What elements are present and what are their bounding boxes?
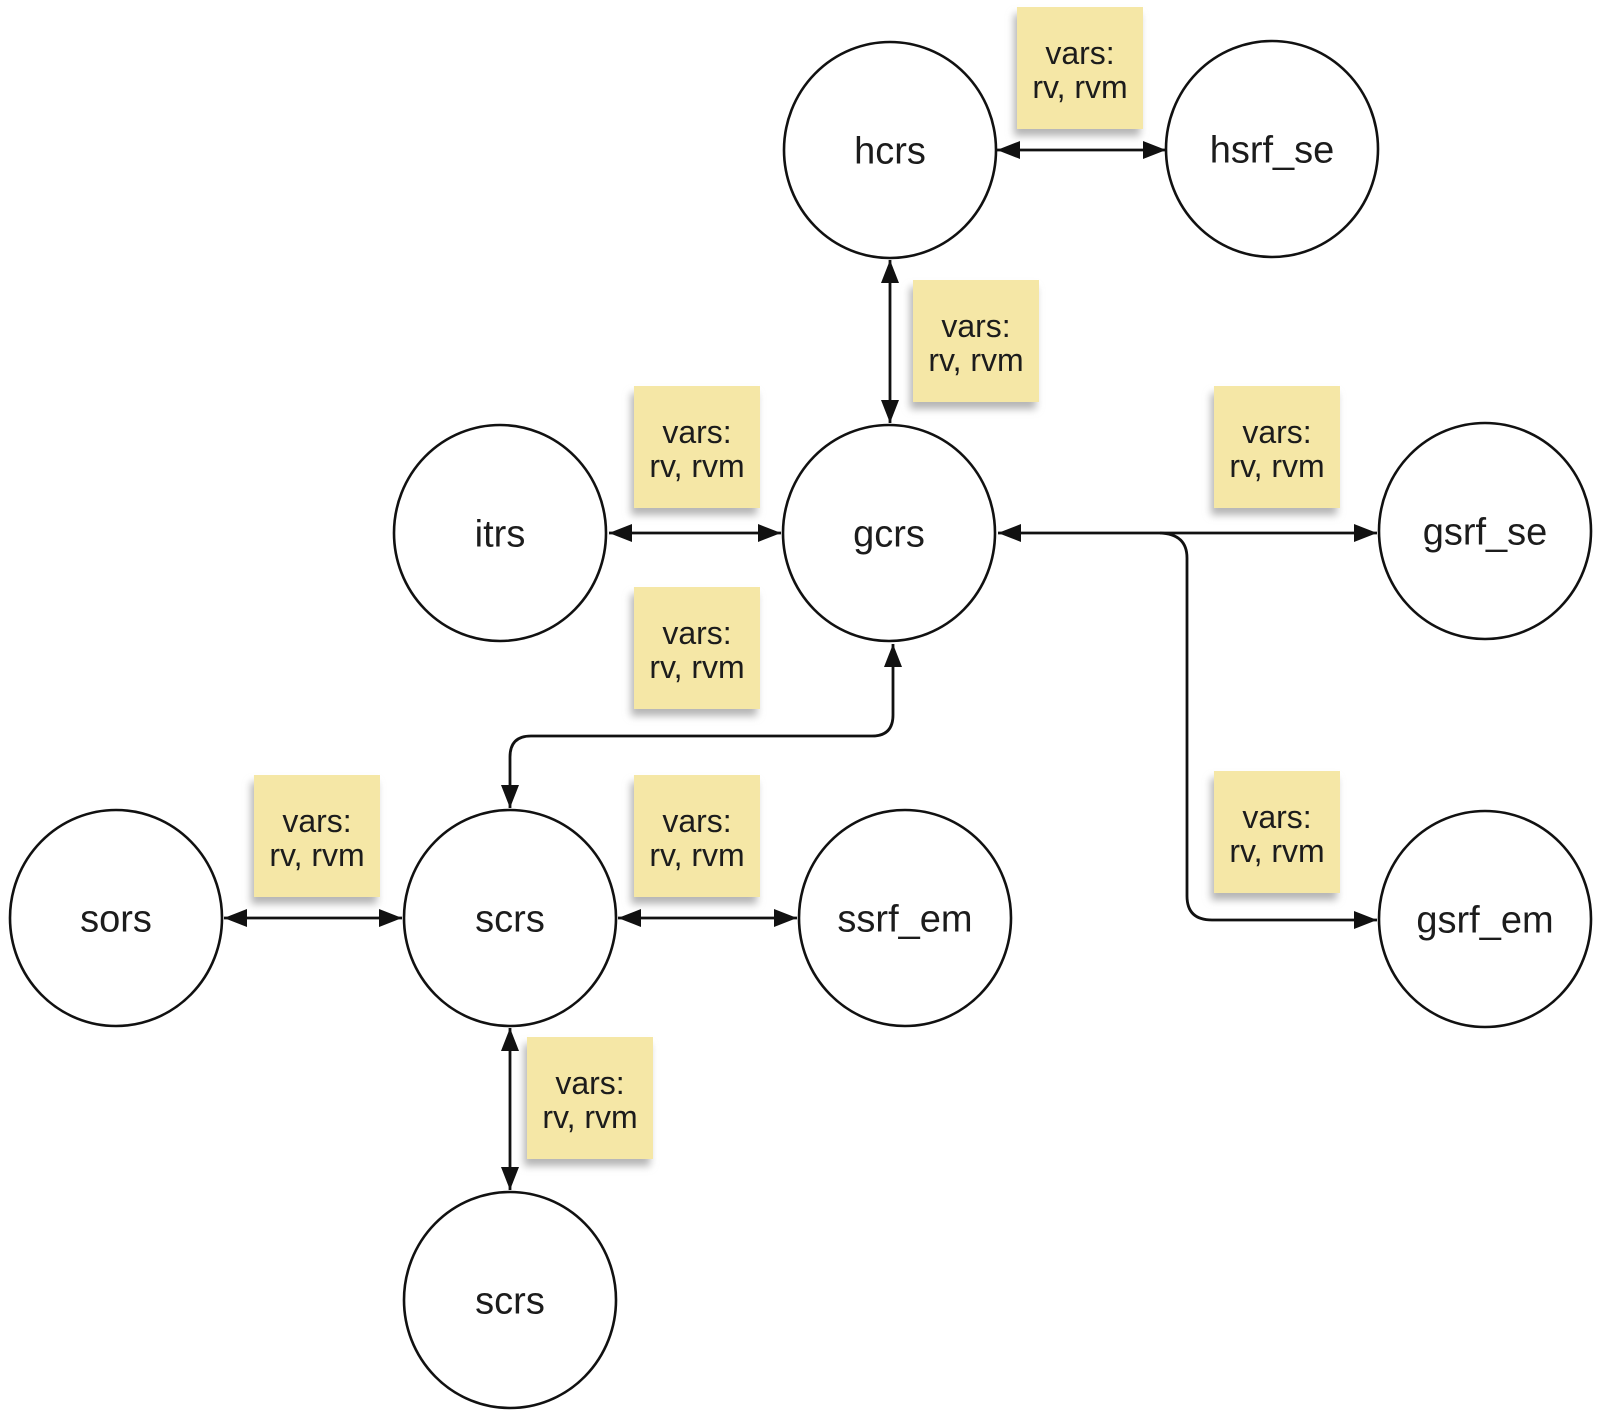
node-hsrf_se: hsrf_se [1164, 39, 1380, 259]
node-sors-shape [8, 808, 224, 1028]
edge-gcrs-gsrf_em-branch [1159, 531, 1377, 929]
note-hcrs-hsrf_se-bg [1017, 7, 1143, 129]
note-line1: vars: [1045, 35, 1114, 71]
node-scrs: scrs [402, 808, 618, 1028]
note-line2: rv, rvm [269, 837, 364, 873]
note-hcrs-hsrf_se: vars: rv, rvm [1017, 7, 1143, 129]
note-itrs-gcrs: vars: rv, rvm [634, 386, 760, 508]
node-itrs-shape [392, 423, 608, 643]
note-sors-scrs: vars: rv, rvm [254, 775, 380, 897]
node-ssrf_em: ssrf_em [797, 808, 1013, 1028]
note-line2: rv, rvm [649, 448, 744, 484]
note-scrs-gcrs-bg [634, 587, 760, 709]
node-itrs: itrs [392, 423, 608, 643]
node-gsrf_em: gsrf_em [1377, 809, 1593, 1029]
note-line2: rv, rvm [1229, 448, 1324, 484]
note-line1: vars: [662, 803, 731, 839]
note-line1: vars: [1242, 414, 1311, 450]
note-line2: rv, rvm [1032, 69, 1127, 105]
node-scrs-label: scrs [475, 898, 545, 940]
node-gcrs: gcrs [781, 423, 997, 643]
note-line1: vars: [941, 308, 1010, 344]
node-hcrs-label: hcrs [854, 130, 926, 172]
node-ssrf_em-label: ssrf_em [837, 898, 972, 940]
node-hsrf_se-shape [1164, 39, 1380, 259]
note-gcrs-gsrf_se-bg [1214, 386, 1340, 508]
node-gsrf_em-shape [1377, 809, 1593, 1029]
note-itrs-gcrs-bg [634, 386, 760, 508]
node-gsrf_se-shape [1377, 421, 1593, 641]
node-itrs-label: itrs [475, 513, 526, 555]
note-gcrs-gsrf_em: vars: rv, rvm [1214, 771, 1340, 893]
node-gcrs-label: gcrs [853, 513, 925, 555]
node-ssrf_em-shape [797, 808, 1013, 1028]
note-hcrs-gcrs-bg [913, 280, 1039, 402]
note-gcrs-gsrf_se: vars: rv, rvm [1214, 386, 1340, 508]
node-gcrs-shape [781, 423, 997, 643]
edge-scrs-gcrs-elbow [501, 644, 902, 808]
node-sors-label: sors [80, 898, 152, 940]
node-gsrf_em-label: gsrf_em [1416, 899, 1553, 941]
note-scrs-ssrf_em-bg [634, 775, 760, 897]
note-line1: vars: [282, 803, 351, 839]
note-line1: vars: [662, 414, 731, 450]
note-line1: vars: [555, 1065, 624, 1101]
node-scrs-bottom: scrs [402, 1190, 618, 1410]
note-line2: rv, rvm [1229, 833, 1324, 869]
note-line2: rv, rvm [649, 649, 744, 685]
note-scrs-scrs: vars: rv, rvm [527, 1037, 653, 1159]
note-line1: vars: [1242, 799, 1311, 835]
note-sors-scrs-bg [254, 775, 380, 897]
node-scrs-bottom-shape [402, 1190, 618, 1410]
note-scrs-gcrs: vars: rv, rvm [634, 587, 760, 709]
node-hsrf_se-label: hsrf_se [1210, 129, 1335, 171]
node-hcrs: hcrs [782, 40, 998, 260]
note-hcrs-gcrs: vars: rv, rvm [913, 280, 1039, 402]
note-line2: rv, rvm [928, 342, 1023, 378]
node-gsrf_se-label: gsrf_se [1423, 511, 1548, 553]
node-hcrs-shape [782, 40, 998, 260]
note-gcrs-gsrf_em-bg [1214, 771, 1340, 893]
note-scrs-ssrf_em: vars: rv, rvm [634, 775, 760, 897]
node-scrs-bottom-label: scrs [475, 1280, 545, 1322]
note-line2: rv, rvm [542, 1099, 637, 1135]
node-gsrf_se: gsrf_se [1377, 421, 1593, 641]
node-sors: sors [8, 808, 224, 1028]
note-scrs-scrs-bg [527, 1037, 653, 1159]
note-line2: rv, rvm [649, 837, 744, 873]
note-line1: vars: [662, 615, 731, 651]
node-scrs-shape [402, 808, 618, 1028]
